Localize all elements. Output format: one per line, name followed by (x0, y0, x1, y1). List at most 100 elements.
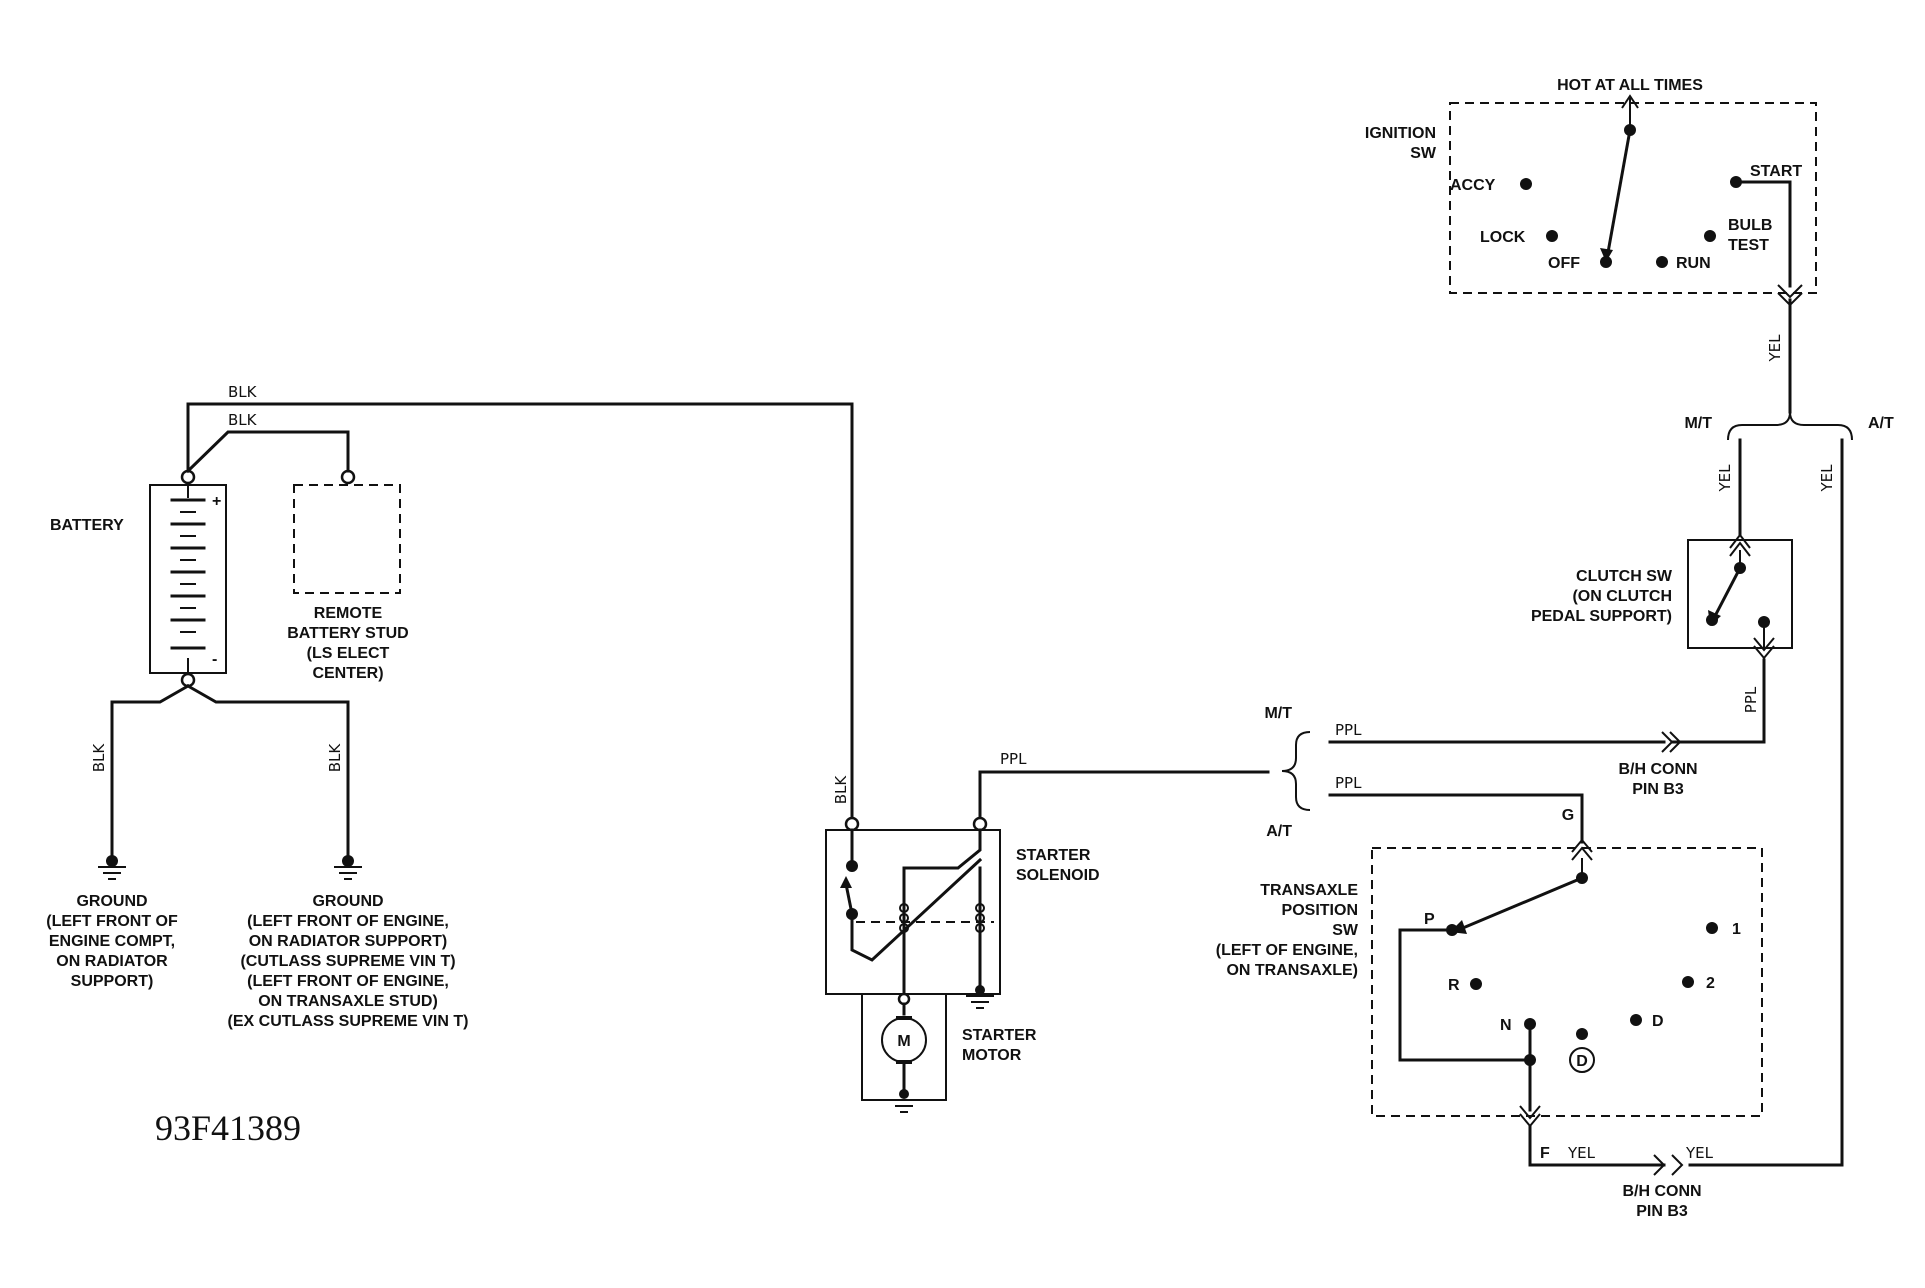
battery-cells (170, 486, 206, 672)
ground-2-location-6: (EX CUTLASS SUPREME VIN T) (228, 1013, 469, 1030)
ground-2-symbol (334, 855, 362, 880)
blk-label-remote: BLK (228, 411, 258, 429)
yel-label-at-return: YEL (1685, 1144, 1714, 1162)
d-label: D (1652, 1013, 1664, 1030)
battery-negative-terminal (180, 672, 196, 688)
left-mt-at-brace (1281, 731, 1311, 811)
battery-plus: + (212, 493, 221, 510)
ppl-label-solenoid: PPL (1000, 750, 1027, 768)
pin-g-label: G (1562, 807, 1574, 824)
bh-conn-upper-connector (1661, 731, 1674, 753)
bh-conn-lower-connector (1653, 1154, 1666, 1176)
bh-conn-lower-label: B/H CONN (1622, 1183, 1701, 1200)
starter-solenoid-label: STARTER (1016, 847, 1091, 864)
figure-code: 93F41389 (155, 1108, 301, 1148)
transaxle-position-switch: TRANSAXLE POSITION SW (LEFT OF ENGINE, O… (1216, 847, 1763, 1128)
yel-wire-at (1688, 438, 1844, 1167)
mt-label-top: M/T (1684, 415, 1712, 432)
two-contact (1682, 976, 1694, 988)
remote-label: REMOTE (314, 605, 383, 622)
two-label: 2 (1706, 975, 1715, 992)
ppl-label-mt: PPL (1335, 721, 1362, 739)
solenoid-contact-arm (844, 882, 854, 916)
blk-label-ground-2: BLK (326, 743, 344, 773)
starter-motor-label: STARTER (962, 1027, 1037, 1044)
ignition-label: IGNITION (1365, 125, 1436, 142)
yel-label-ignition: YEL (1766, 334, 1784, 363)
bulb-label: BULB (1728, 217, 1772, 234)
motor-m-label: M (897, 1033, 910, 1050)
blk-label-ground-1: BLK (90, 743, 108, 773)
p-label: P (1424, 911, 1435, 928)
ignition-blade (1605, 128, 1632, 260)
remote-battery-stud-terminal (340, 469, 356, 485)
hold-in-coil (975, 903, 985, 933)
ppl-wire-clutch (1670, 658, 1766, 744)
battery-label: BATTERY (50, 517, 124, 534)
pin-f-label: F (1540, 1145, 1550, 1162)
transaxle-location-label-2: ON TRANSAXLE) (1226, 962, 1358, 979)
accy-contact (1520, 178, 1532, 190)
yel-label-f: YEL (1567, 1144, 1596, 1162)
accy-label: ACCY (1450, 177, 1496, 194)
hot-at-all-times-label: HOT AT ALL TIMES (1557, 77, 1703, 94)
ground-1-location: (LEFT FRONT OF (46, 913, 178, 930)
ground-2-label: GROUND (312, 893, 383, 910)
solenoid-s-terminal (972, 816, 988, 832)
run-contact (1656, 256, 1668, 268)
blk-wire-ground-1 (110, 683, 191, 857)
at-label-top: A/T (1868, 415, 1894, 432)
ignition-input-arrow (1621, 94, 1639, 109)
position-label: POSITION (1282, 902, 1358, 919)
motor-ground (890, 1089, 918, 1113)
battery: BATTERY + - (50, 469, 227, 688)
bh-conn-upper-label: B/H CONN (1618, 761, 1697, 778)
ignition-switch-box (1449, 102, 1817, 294)
mt-label-left: M/T (1264, 705, 1292, 722)
yel-label-at: YEL (1818, 464, 1836, 493)
lock-contact (1546, 230, 1558, 242)
transaxle-label: TRANSAXLE (1260, 882, 1358, 899)
battery-minus: - (212, 651, 217, 668)
ppl-label-clutch: PPL (1742, 686, 1760, 713)
blk-wire-ground-2 (185, 683, 350, 857)
bh-conn-lower-pin: PIN B3 (1636, 1203, 1688, 1220)
starter-motor-label-2: MOTOR (962, 1047, 1022, 1064)
d-circle-label: D (1576, 1053, 1588, 1070)
yel-label-mt: YEL (1716, 464, 1734, 493)
solenoid-ground (966, 985, 994, 1009)
run-label: RUN (1676, 255, 1711, 272)
battery-body (149, 484, 227, 674)
d-contact (1630, 1014, 1642, 1026)
at-label-left: A/T (1266, 823, 1292, 840)
starter-motor: M STARTER MOTOR (861, 992, 1037, 1113)
clutch-sw-label-3: PEDAL SUPPORT) (1531, 608, 1672, 625)
solenoid-pull-path (850, 857, 983, 962)
ground-2-location-5: ON TRANSAXLE STUD) (258, 993, 438, 1010)
remote-battery-stud-box (293, 484, 401, 594)
blk-label-starter-top: BLK (228, 383, 258, 401)
pull-in-coil (899, 903, 909, 933)
ground-2-location-2: ON RADIATOR SUPPORT) (249, 933, 448, 950)
sw-label: SW (1332, 922, 1359, 939)
bulb-test-contact (1704, 230, 1716, 242)
ground-1-location-3: ON RADIATOR (56, 953, 168, 970)
bh-conn-upper-pin: PIN B3 (1632, 781, 1684, 798)
clutch-switch: CLUTCH SW (ON CLUTCH PEDAL SUPPORT) (1531, 533, 1793, 660)
ground-1-symbol (98, 855, 126, 880)
ppl-wire-at (1328, 793, 1584, 844)
blk-wire-remote-stud (185, 430, 350, 474)
ground-2-location: (LEFT FRONT OF ENGINE, (247, 913, 449, 930)
starter-solenoid-label-2: SOLENOID (1016, 867, 1100, 884)
ppl-wire-solenoid (978, 770, 1270, 822)
blk-label-starter: BLK (832, 775, 850, 805)
n-label: N (1500, 1017, 1512, 1034)
center-label: CENTER) (312, 665, 383, 682)
ignition-sw-label: SW (1410, 145, 1437, 162)
yel-wire-transaxle-out (1528, 1124, 1666, 1167)
ignition-switch: HOT AT ALL TIMES IGNITION SW ACCY LOCK O… (1365, 77, 1817, 307)
battery-stud-label: BATTERY STUD (287, 625, 408, 642)
park-neutral-jumper (1398, 928, 1532, 1062)
ignition-output-connector (1777, 284, 1803, 299)
